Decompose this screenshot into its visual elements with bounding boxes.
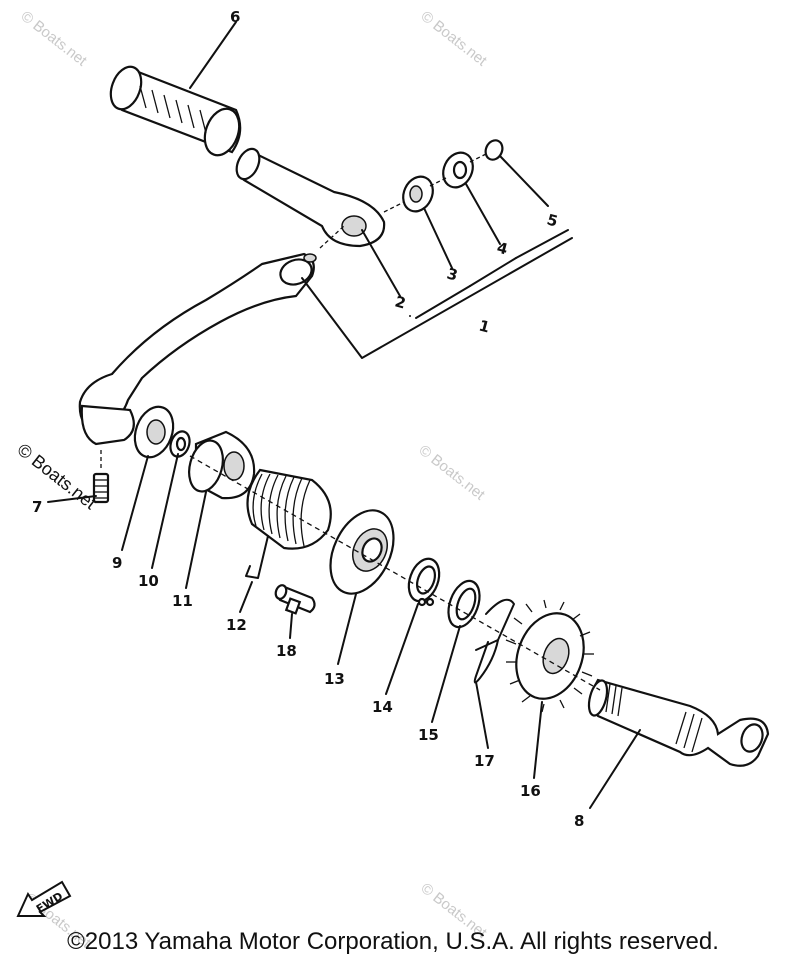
- spring-guide: [188, 430, 256, 500]
- callout-4: 4: [495, 238, 510, 258]
- callout-9: 9: [112, 554, 122, 572]
- callout-18: 18: [276, 642, 297, 660]
- callout-8: 8: [574, 812, 584, 830]
- kick-arm: [235, 147, 386, 249]
- callout-10: 10: [138, 572, 159, 590]
- callout-13: 13: [324, 670, 345, 688]
- callout-3: 3: [445, 264, 460, 284]
- callout-labels: 6 5 4 3 2 1 7 9 10 11 12 18 13 14 15 17 …: [32, 8, 584, 830]
- oil-seal: [133, 405, 175, 459]
- watermark-middle-left: © Boats.net: [14, 439, 101, 513]
- callout-6: 6: [230, 8, 240, 26]
- kick-axle: [587, 678, 770, 767]
- watermark-middle-center: © Boats.net: [416, 442, 489, 504]
- watermark-top-center: © Boats.net: [418, 8, 491, 70]
- kick-gear: [505, 599, 594, 713]
- callout-5: 5: [545, 210, 560, 230]
- kick-grip: [109, 65, 242, 157]
- spring-pin: [274, 584, 316, 615]
- callout-7: 7: [32, 498, 42, 516]
- callout-15: 15: [418, 726, 439, 744]
- clip-spring: [473, 598, 515, 684]
- leader-lines: [47, 21, 641, 809]
- copyright-notice: ©2013 Yamaha Motor Corporation, U.S.A. A…: [67, 928, 719, 955]
- washer: [447, 579, 481, 629]
- crank-bolt: [92, 450, 110, 504]
- ball-and-spring: [383, 139, 504, 213]
- torsion-spring: [245, 468, 332, 579]
- callout-17: 17: [474, 752, 495, 770]
- callout-14: 14: [372, 698, 393, 716]
- circlip: [169, 430, 191, 458]
- callout-16: 16: [520, 782, 541, 800]
- watermark-top-left: © Boats.net: [18, 8, 91, 70]
- callout-2: 2: [393, 292, 408, 312]
- kick-crank: [78, 252, 317, 446]
- callout-12: 12: [226, 616, 247, 634]
- shaft-clip: [407, 557, 441, 607]
- callout-11: 11: [172, 592, 193, 610]
- callout-1: 1: [477, 316, 492, 336]
- assembly-axis: [189, 455, 601, 691]
- fwd-arrow-icon: FWD: [14, 876, 74, 925]
- ratchet-holder: [329, 509, 395, 595]
